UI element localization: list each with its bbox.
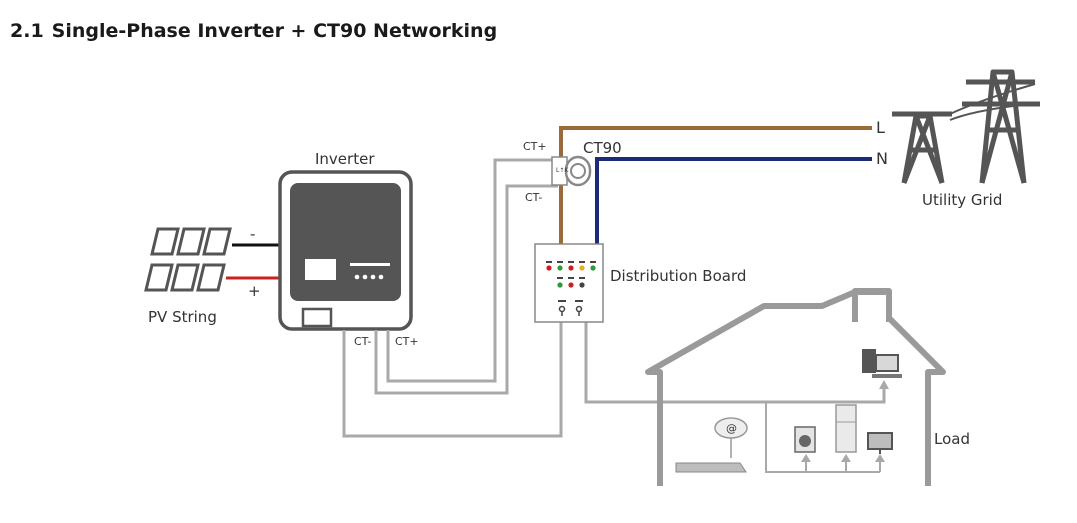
pv-minus-label: - (250, 225, 255, 243)
inverter-ct-minus-label: CT- (354, 335, 371, 348)
distribution-board (534, 243, 604, 323)
live-wire (559, 126, 872, 244)
refrigerator-icon (835, 404, 857, 453)
section-number: 2.1 (10, 20, 44, 42)
line-n-label: N (876, 149, 888, 168)
distribution-board-label: Distribution Board (610, 267, 746, 285)
ct90-clamp (551, 155, 592, 187)
router-at-symbol: @ (726, 422, 737, 435)
load-arrows (801, 380, 889, 462)
load-label: Load (934, 430, 970, 448)
pv-plus-label: + (248, 282, 261, 300)
ct-plus-label: CT+ (523, 140, 547, 153)
neutral-wire (595, 157, 872, 244)
television-icon (867, 432, 893, 454)
load-feed-lines (765, 402, 881, 473)
washing-machine-icon (794, 426, 816, 453)
ct90-orientation-mark: L↑K (556, 167, 569, 174)
ct-cables (342, 158, 886, 438)
inverter-label: Inverter (315, 150, 375, 168)
inverter (278, 170, 413, 331)
section-heading: 2.1 Single-Phase Inverter + CT90 Networki… (10, 20, 497, 42)
router-icon (675, 417, 748, 473)
section-title: Single-Phase Inverter + CT90 Networking (51, 20, 498, 42)
ct-minus-label: CT- (525, 191, 542, 204)
ct90-label: CT90 (583, 139, 622, 157)
line-l-label: L (876, 118, 885, 137)
computer-icon (862, 349, 902, 378)
pv-string-panels (144, 227, 232, 292)
house-outline (645, 288, 946, 486)
utility-grid-label: Utility Grid (922, 191, 1002, 209)
inverter-ct-plus-label: CT+ (395, 335, 419, 348)
pv-string-label: PV String (148, 308, 217, 326)
utility-grid-tower-icon (892, 69, 1040, 184)
